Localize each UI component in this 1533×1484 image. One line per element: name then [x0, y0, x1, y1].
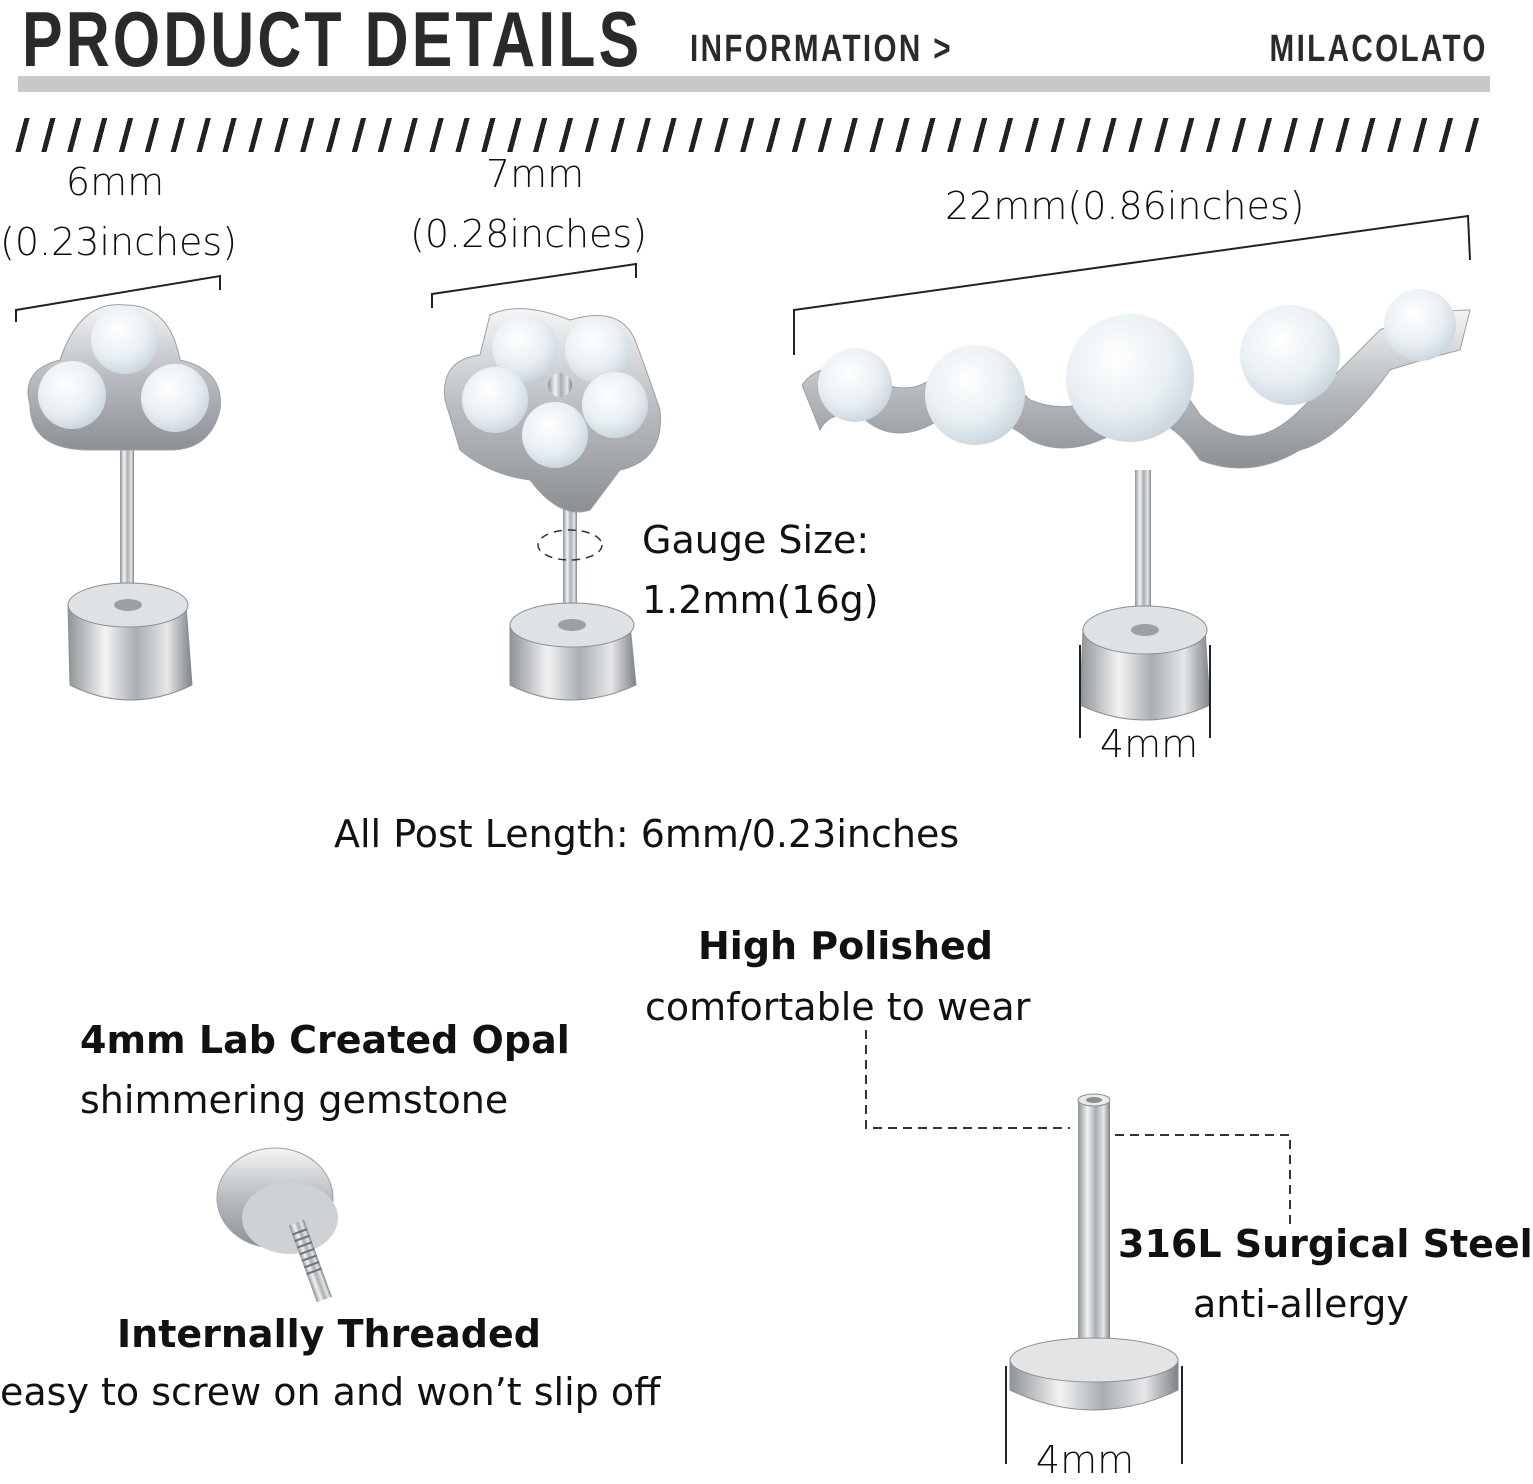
back-disc	[67, 604, 193, 701]
opal-stone	[1384, 289, 1456, 361]
post	[120, 430, 134, 610]
labret-shaft	[1078, 1098, 1110, 1348]
brand-name: MILACOLATO	[1269, 28, 1488, 70]
product-3-width-label: 22mm(0.86inches)	[945, 184, 1305, 228]
product-1-width-inches: (0.23inches)	[0, 220, 238, 264]
feature-threaded-title: Internally Threaded	[117, 1312, 541, 1356]
header-divider-bar	[18, 76, 1490, 92]
dimension-bracket	[793, 214, 1471, 355]
opal-stone	[38, 361, 106, 429]
page-title: PRODUCT DETAILS	[22, 0, 643, 83]
labret-base-size: 4mm	[1035, 1438, 1135, 1482]
feature-opal-desc: shimmering gemstone	[80, 1078, 509, 1122]
gauge-value: 1.2mm(16g)	[642, 578, 879, 622]
gauge-marker	[537, 529, 603, 561]
callout-line-polished	[865, 1030, 1070, 1129]
opal-stone	[492, 315, 558, 381]
gauge-label: Gauge Size:	[642, 518, 870, 562]
opal-stone	[818, 348, 892, 422]
opal-stone	[565, 317, 631, 383]
dimension-bracket	[15, 274, 221, 322]
dimension-bracket	[431, 262, 637, 308]
opal-stone	[91, 306, 159, 374]
product-2-width-mm: 7mm	[485, 152, 585, 196]
feature-opal-title: 4mm Lab Created Opal	[80, 1018, 570, 1062]
feature-steel-title: 316L Surgical Steel	[1118, 1222, 1533, 1266]
product-2-width-inches: (0.28inches)	[410, 212, 648, 256]
opal-stone	[1066, 314, 1194, 442]
threaded-top-image	[216, 1147, 338, 1303]
product-3-back-size: 4mm	[1099, 722, 1199, 766]
callout-line-steel	[1115, 1134, 1291, 1230]
post-length-label: All Post Length: 6mm/0.23inches	[334, 812, 960, 856]
opal-stone	[141, 364, 209, 432]
product-2-image	[431, 262, 661, 701]
opal-stone	[1240, 305, 1340, 405]
opal-stone	[925, 345, 1025, 445]
page-subtitle: INFORMATION >	[690, 28, 953, 70]
product-1-image	[15, 274, 221, 701]
opal-stone	[582, 372, 648, 438]
product-3-image	[793, 214, 1471, 738]
post	[563, 490, 577, 630]
labret-post-image	[865, 1030, 1291, 1464]
feature-threaded-desc: easy to screw on and won’t slip off	[0, 1370, 661, 1414]
feature-steel-desc: anti-allergy	[1193, 1282, 1409, 1326]
post	[1135, 470, 1151, 630]
product-1-width-mm: 6mm	[65, 160, 165, 204]
opal-stone	[462, 367, 528, 433]
opal-stone	[522, 402, 588, 468]
feature-high-polished-desc: comfortable to wear	[645, 985, 1031, 1029]
stripe-divider	[10, 118, 1490, 152]
feature-high-polished-title: High Polished	[698, 924, 993, 968]
